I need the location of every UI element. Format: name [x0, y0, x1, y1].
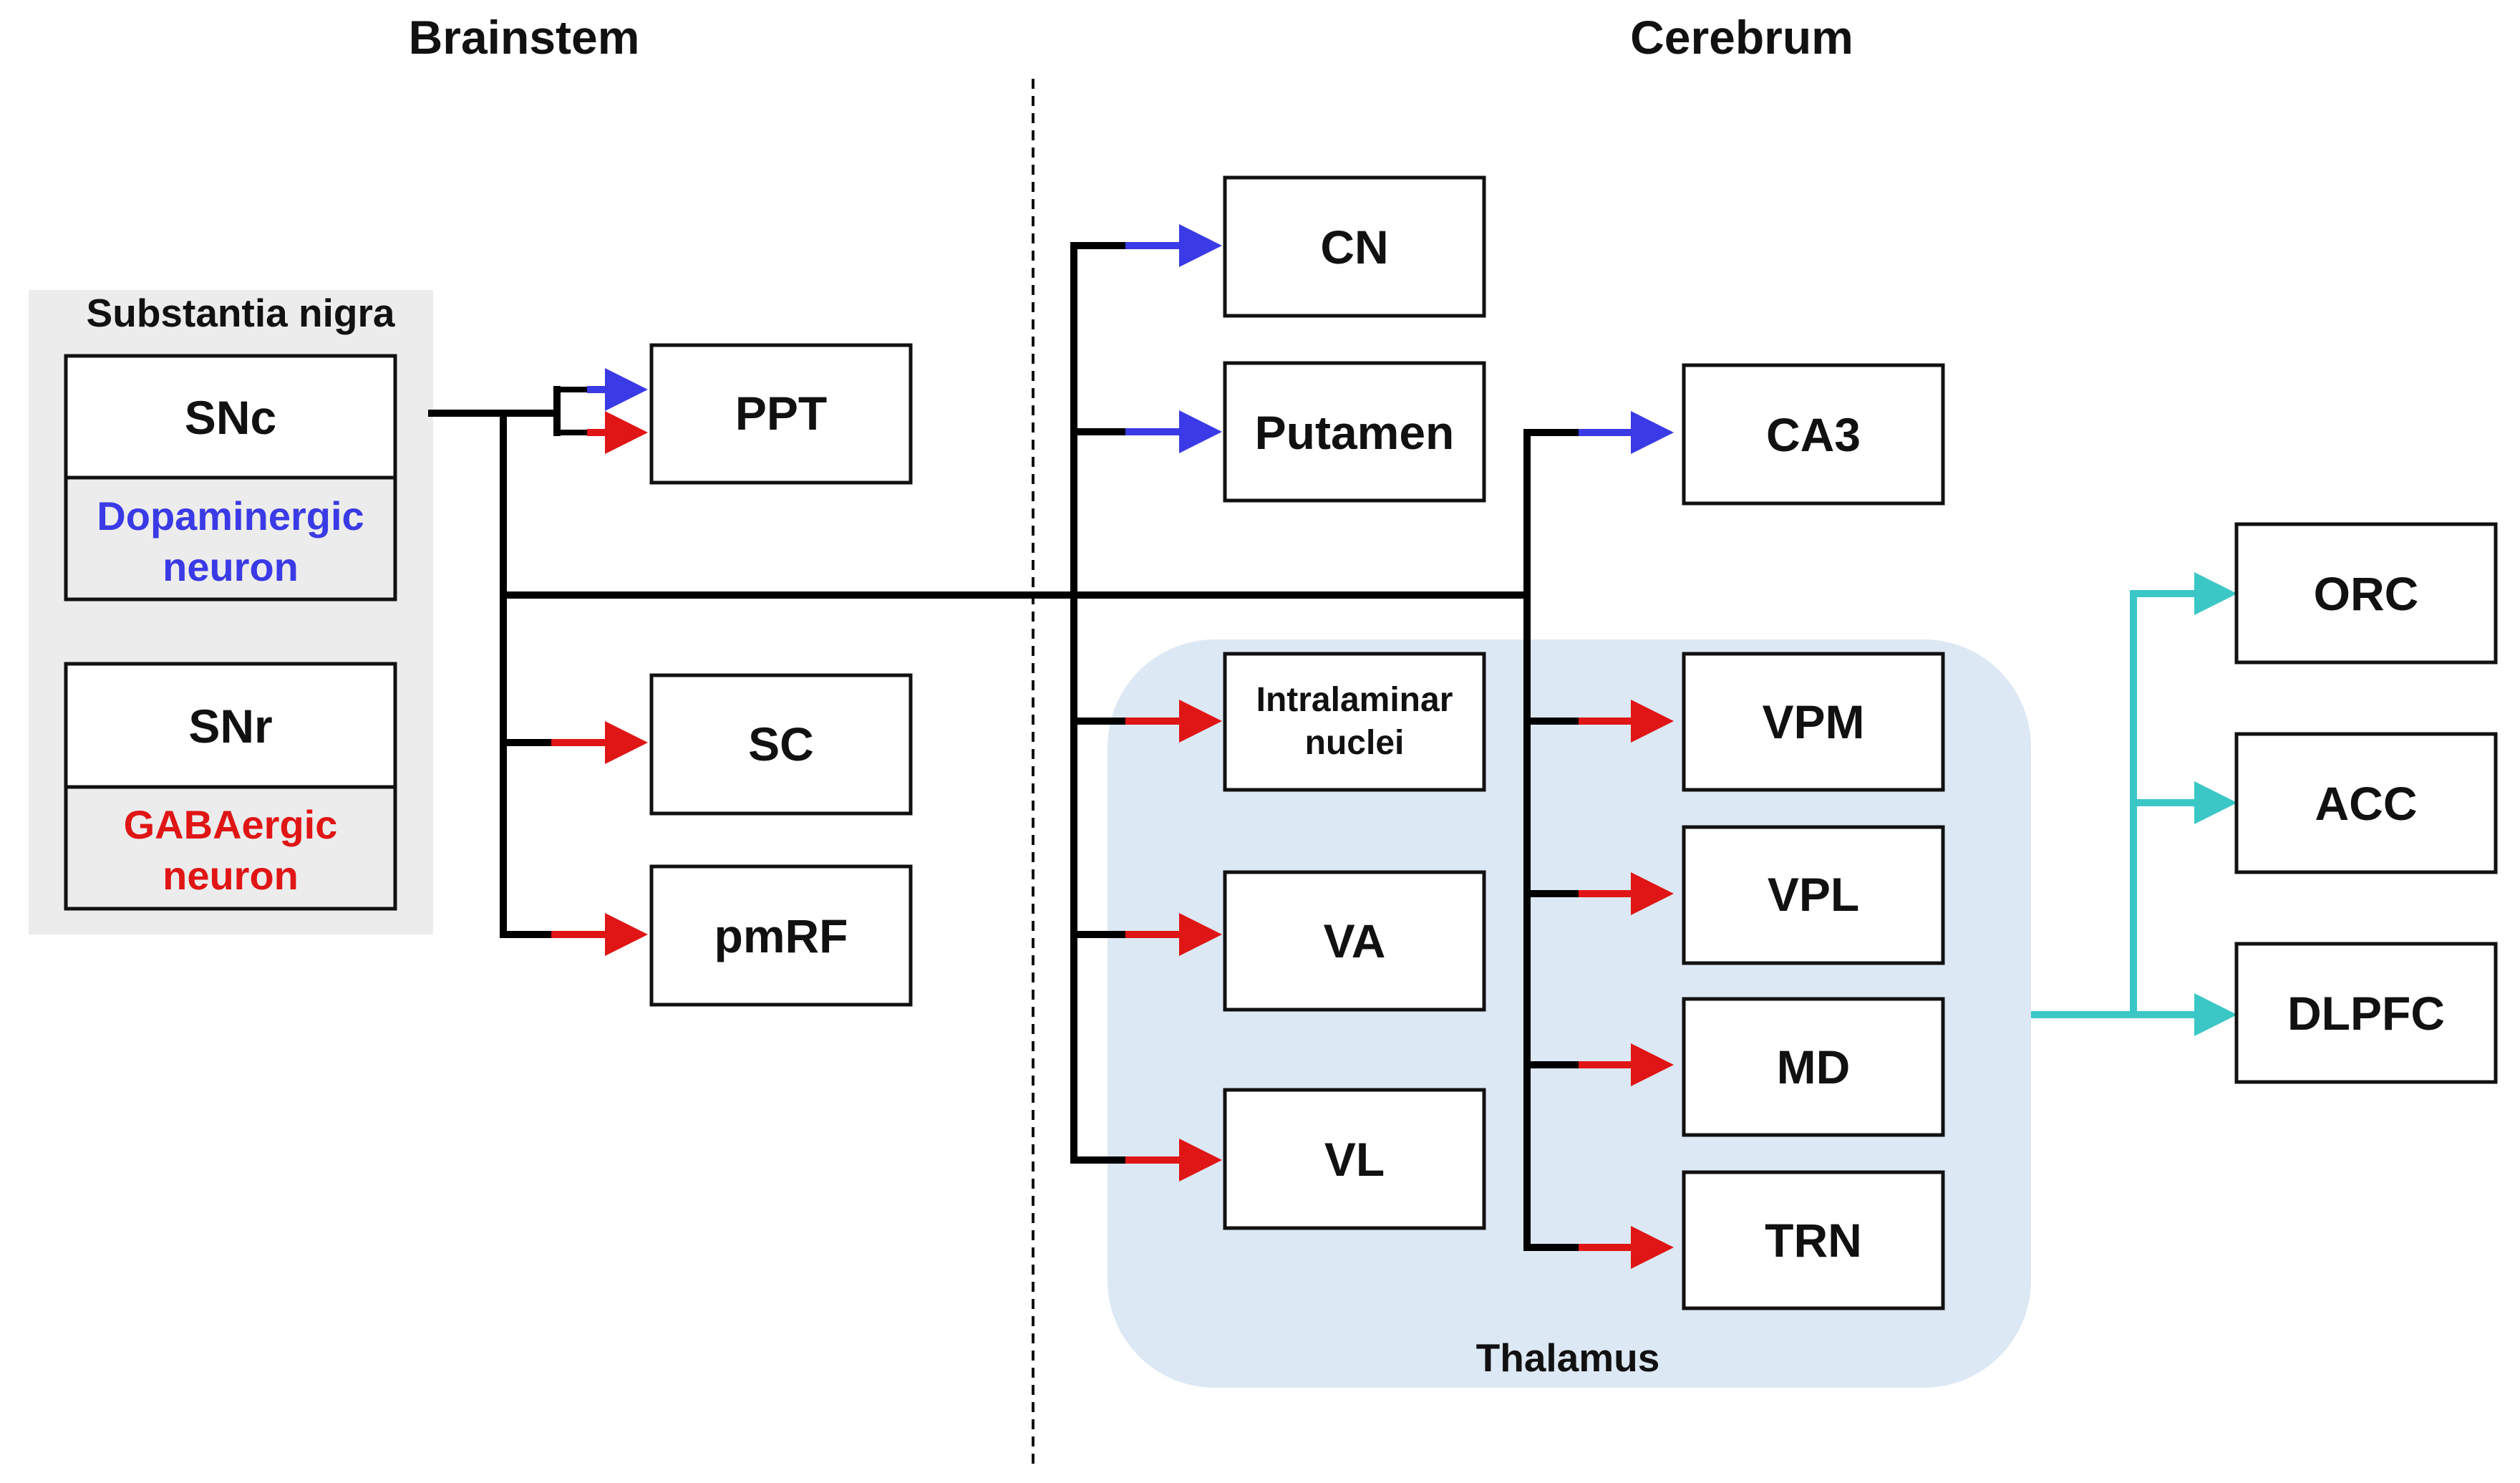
putamen-node: Putamen [1223, 361, 1486, 503]
thalamus-label: Thalamus [1476, 1335, 1660, 1380]
trn-label: TRN [1765, 1214, 1862, 1267]
thalamocortical-wires [2031, 572, 2237, 1036]
snr-subtitle-line1: GABAergic [124, 802, 338, 847]
substantia-nigra-label: Substantia nigra [87, 291, 395, 335]
vl-node: VL [1223, 1088, 1486, 1230]
intralaminar-label-line1: Intralaminar [1256, 681, 1453, 719]
sc-label: SC [748, 718, 814, 771]
vl-label: VL [1324, 1133, 1385, 1186]
snc-label: SNc [185, 391, 276, 444]
brainstem-header: Brainstem [409, 11, 640, 64]
dlpfc-label: DLPFC [2287, 987, 2445, 1040]
ppt-label: PPT [735, 387, 827, 440]
acc-label: ACC [2315, 777, 2418, 830]
ca3-label: CA3 [1766, 408, 1861, 461]
md-label: MD [1777, 1040, 1851, 1093]
trunk-wires [428, 242, 1582, 1251]
trn-node: TRN [1682, 1170, 1945, 1310]
orc-label: ORC [2314, 567, 2419, 620]
intralaminar-label-line2: nuclei [1305, 724, 1405, 762]
intralaminar-node: Intralaminar nuclei [1223, 652, 1486, 792]
va-node: VA [1223, 870, 1486, 1012]
arrows [551, 224, 1674, 1269]
vpl-label: VPL [1768, 868, 1859, 921]
vpm-label: VPM [1762, 695, 1864, 748]
md-node: MD [1682, 997, 1945, 1137]
snr-label: SNr [188, 700, 272, 753]
ppt-node: PPT [649, 343, 913, 485]
putamen-label: Putamen [1255, 406, 1455, 459]
sc-node: SC [649, 673, 913, 816]
snc-subtitle-line1: Dopaminergic [97, 493, 364, 538]
dlpfc-node: DLPFC [2234, 942, 2498, 1084]
acc-node: ACC [2234, 732, 2498, 874]
snr-subtitle-line2: neuron [163, 853, 299, 898]
pmrf-node: pmRF [649, 864, 913, 1007]
vpm-node: VPM [1682, 652, 1945, 792]
ca3-node: CA3 [1682, 363, 1945, 506]
vpl-node: VPL [1682, 825, 1945, 965]
snc-node: SNc Dopaminergic neuron [64, 354, 397, 602]
cerebrum-header: Cerebrum [1630, 11, 1853, 64]
snc-subtitle-line2: neuron [163, 544, 299, 589]
va-label: VA [1324, 914, 1386, 967]
snr-node: SNr GABAergic neuron [64, 662, 397, 911]
orc-node: ORC [2234, 522, 2498, 665]
cn-node: CN [1223, 175, 1486, 318]
pmrf-label: pmRF [714, 909, 848, 962]
cn-label: CN [1320, 221, 1388, 274]
